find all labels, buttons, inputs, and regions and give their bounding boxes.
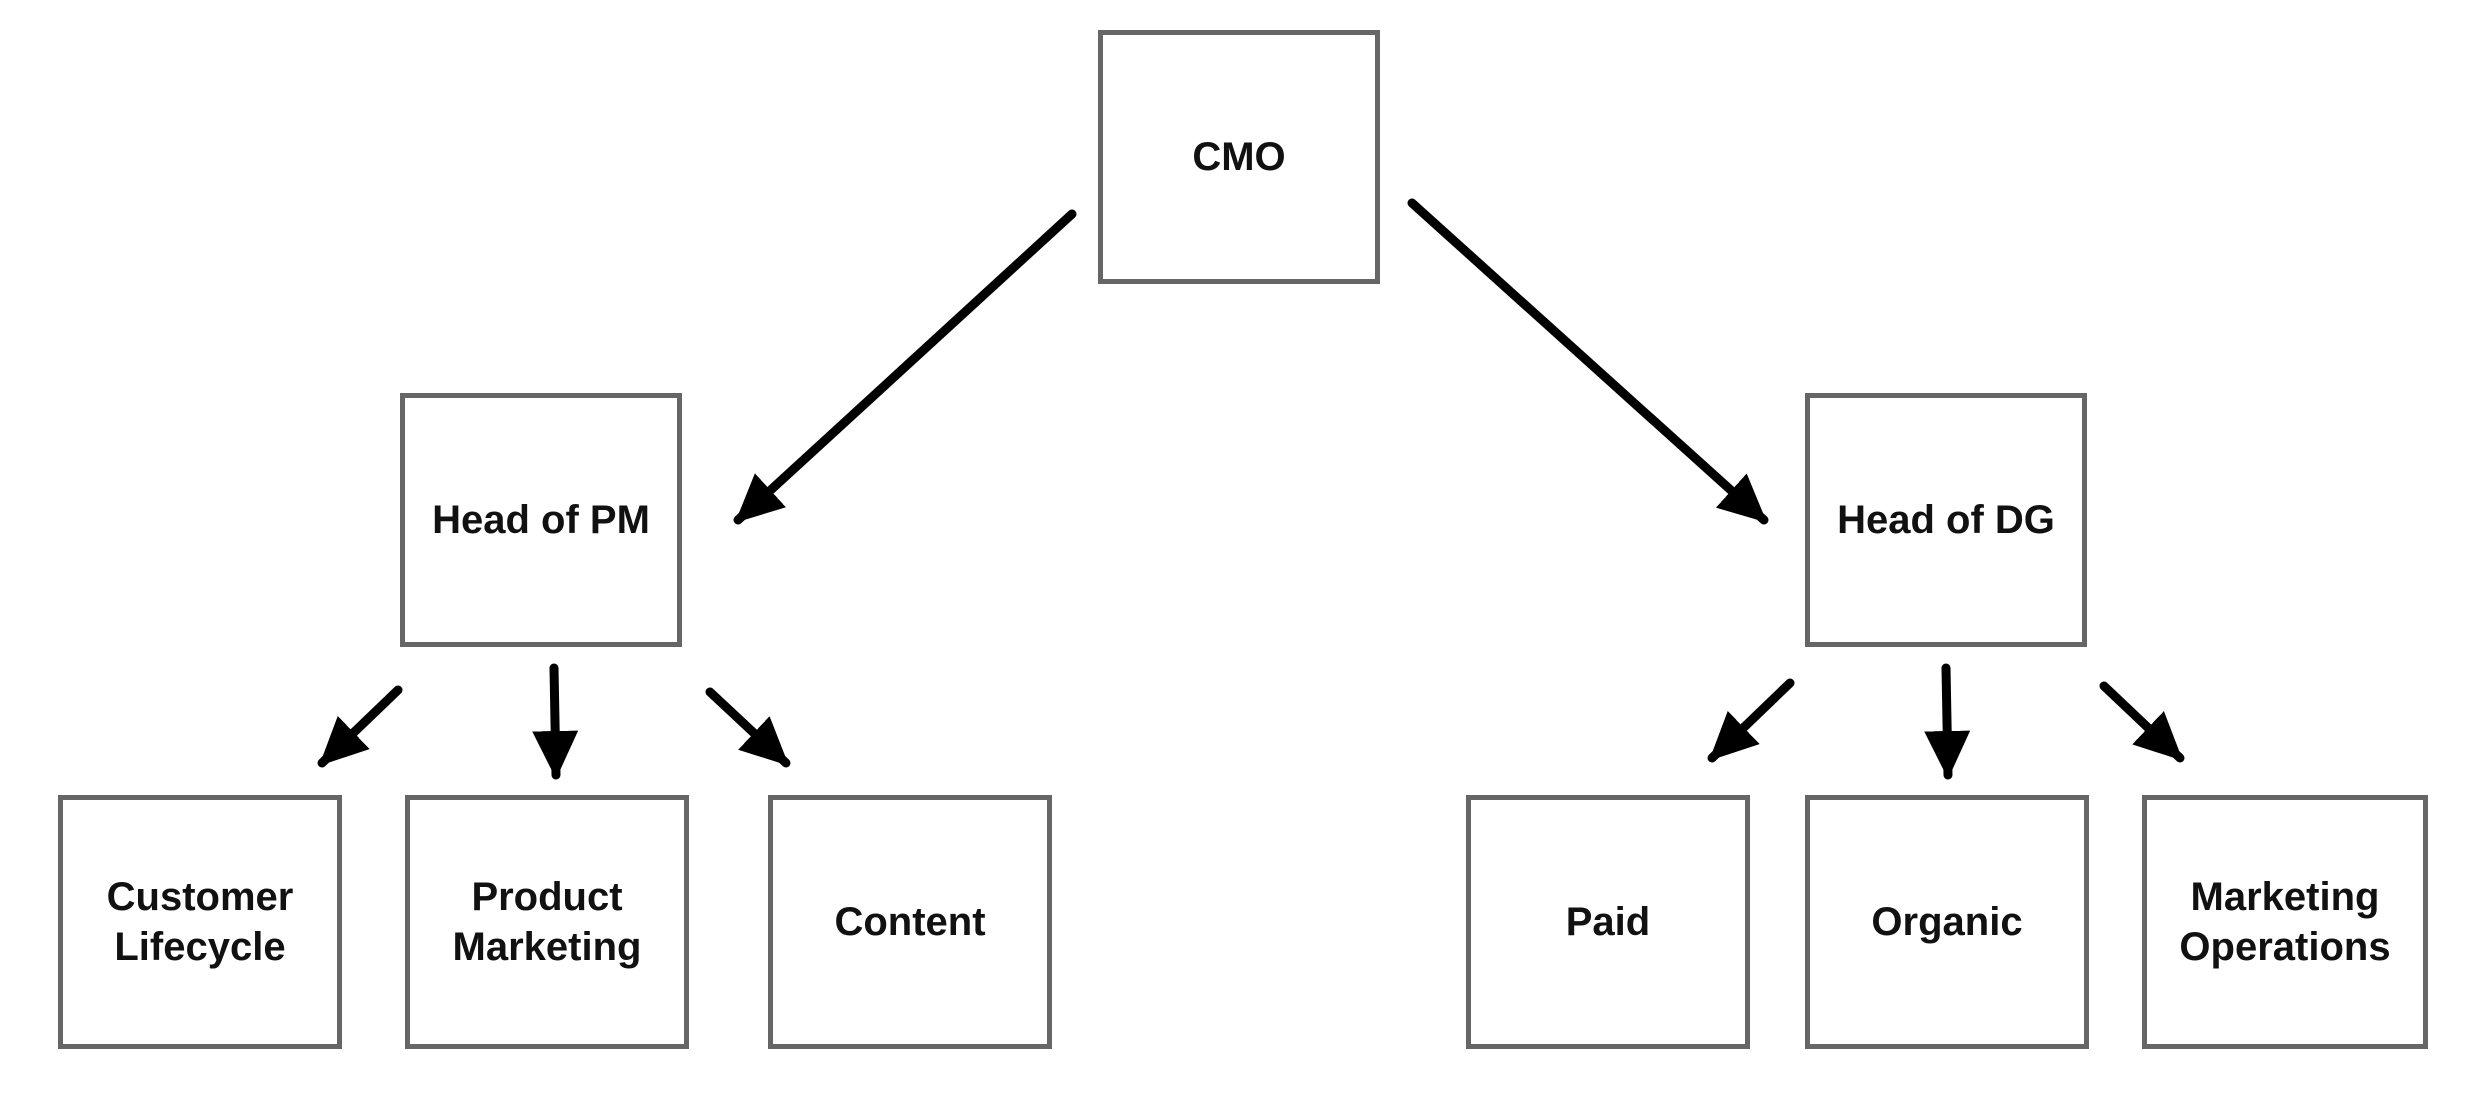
node-content-label: Content	[834, 900, 986, 944]
node-paid: Paid	[1466, 795, 1750, 1049]
arrow-head-pm-to-product-marketing	[532, 663, 579, 780]
node-organic-label: Organic	[1871, 900, 2023, 944]
node-content: Content	[768, 795, 1052, 1049]
node-cmo-label: CMO	[1192, 135, 1286, 179]
arrow-head-pm-to-customer-lifecycle	[317, 685, 403, 768]
node-head-of-pm-label: Head of PM	[432, 498, 650, 542]
node-customer-lifecycle-label: Customer Lifecycle	[106, 875, 294, 969]
node-organic: Organic	[1805, 795, 2089, 1049]
node-marketing-operations-label: Marketing Operations	[2179, 875, 2391, 969]
arrow-cmo-to-head-dg	[1407, 198, 1769, 525]
node-product-marketing-label: Product Marketing	[452, 875, 642, 969]
node-head-of-dg-label: Head of DG	[1837, 498, 2055, 542]
node-customer-lifecycle: Customer Lifecycle	[58, 795, 342, 1049]
node-product-marketing: Product Marketing	[405, 795, 689, 1049]
arrow-head-dg-to-paid	[1707, 678, 1795, 763]
node-cmo: CMO	[1098, 30, 1380, 284]
arrow-cmo-to-head-pm	[733, 209, 1077, 525]
node-head-of-dg: Head of DG	[1805, 393, 2087, 647]
node-marketing-operations: Marketing Operations	[2142, 795, 2428, 1049]
arrow-head-dg-to-organic	[1924, 663, 1971, 780]
arrow-head-dg-to-marketing-operations	[2099, 681, 2185, 763]
arrow-head-pm-to-content	[705, 687, 791, 768]
node-paid-label: Paid	[1565, 900, 1651, 944]
node-head-of-pm: Head of PM	[400, 393, 682, 647]
